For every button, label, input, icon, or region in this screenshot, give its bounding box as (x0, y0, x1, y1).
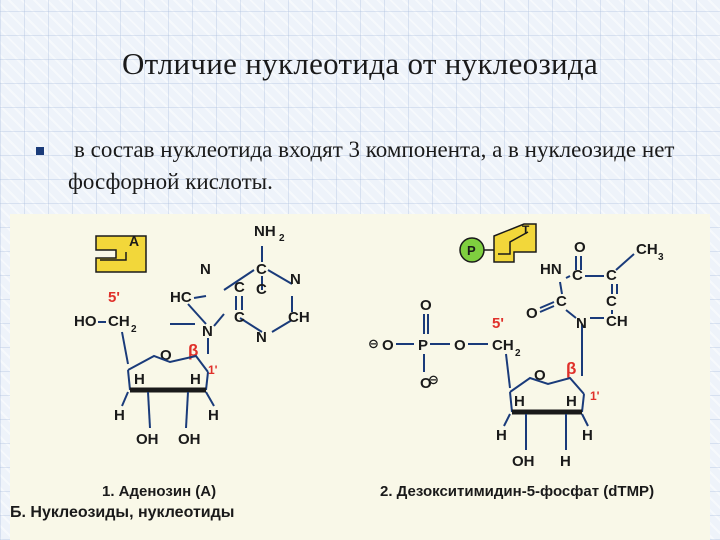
dtmp-label: 2. Дезокситимидин-5-фосфат (dTMP) (380, 483, 654, 500)
svg-text:5': 5' (492, 315, 504, 332)
svg-text:CH: CH (288, 309, 310, 326)
svg-text:HO: HO (74, 313, 97, 330)
svg-text:P: P (418, 337, 428, 354)
svg-text:OH: OH (178, 431, 201, 448)
bullet-item: в состав нуклеотида входят 3 компонента,… (36, 134, 686, 198)
svg-text:β: β (566, 359, 576, 378)
svg-text:N: N (576, 315, 587, 332)
svg-text:C: C (572, 267, 583, 284)
svg-text:OH: OH (512, 453, 535, 470)
svg-text:CH: CH (636, 241, 658, 258)
svg-text:C: C (606, 293, 617, 310)
svg-text:H: H (190, 371, 201, 388)
svg-text:β: β (188, 341, 198, 360)
svg-text:⊖: ⊖ (428, 372, 439, 387)
svg-text:O: O (420, 297, 432, 314)
svg-text:3: 3 (658, 252, 664, 263)
svg-text:O: O (454, 337, 466, 354)
svg-text:2: 2 (131, 324, 137, 335)
nucleoside-nucleotide-figure: A NH 2 C N (74, 223, 664, 500)
svg-text:H: H (208, 407, 219, 424)
svg-text:OH: OH (136, 431, 159, 448)
svg-text:H: H (582, 427, 593, 444)
svg-text:HN: HN (540, 261, 562, 278)
adenosine-label: 1. Аденозин (A) (102, 483, 216, 500)
svg-text:P: P (467, 243, 476, 258)
svg-text:C: C (606, 267, 617, 284)
svg-text:C: C (234, 309, 245, 326)
svg-text:HC: HC (170, 289, 192, 306)
svg-text:CH: CH (492, 337, 514, 354)
svg-text:O: O (574, 239, 586, 256)
svg-text:H: H (114, 407, 125, 424)
svg-text:CH: CH (108, 313, 130, 330)
bullet-square-icon (36, 147, 44, 155)
svg-text:N: N (290, 271, 301, 288)
slide-title: Отличие нуклеотида от нуклеозида (121, 46, 599, 81)
svg-text:1': 1' (208, 363, 218, 377)
svg-text:T: T (522, 223, 530, 237)
svg-text:H: H (566, 393, 577, 410)
bullet-text: в состав нуклеотида входят 3 компонента,… (68, 137, 675, 194)
svg-text:H: H (134, 371, 145, 388)
adenosine-icon: A (95, 233, 147, 273)
svg-text:H: H (514, 393, 525, 410)
dtmp-icon: P T (459, 223, 537, 263)
svg-text:C: C (556, 293, 567, 310)
svg-text:O: O (420, 375, 432, 392)
svg-text:2: 2 (515, 348, 521, 359)
svg-text:O: O (526, 305, 538, 322)
svg-text:H: H (560, 453, 571, 470)
adenosine-nh2-label: NH (254, 223, 276, 240)
adenosine-icon-letter: A (129, 233, 139, 249)
svg-text:O: O (382, 337, 394, 354)
figure-panel: A NH 2 C N (10, 214, 710, 540)
svg-text:N: N (256, 329, 267, 346)
svg-text:⊖: ⊖ (368, 336, 379, 351)
svg-text:N: N (202, 323, 213, 340)
svg-text:C: C (256, 281, 267, 298)
svg-text:2: 2 (279, 233, 285, 244)
svg-text:1': 1' (590, 389, 600, 403)
svg-text:5': 5' (108, 289, 120, 306)
svg-text:CH: CH (606, 313, 628, 330)
svg-text:N: N (200, 261, 211, 278)
svg-text:C: C (234, 279, 245, 296)
figure-caption: Б. Нуклеозиды, нуклеотиды (10, 504, 235, 521)
svg-text:H: H (496, 427, 507, 444)
svg-text:C: C (256, 261, 267, 278)
